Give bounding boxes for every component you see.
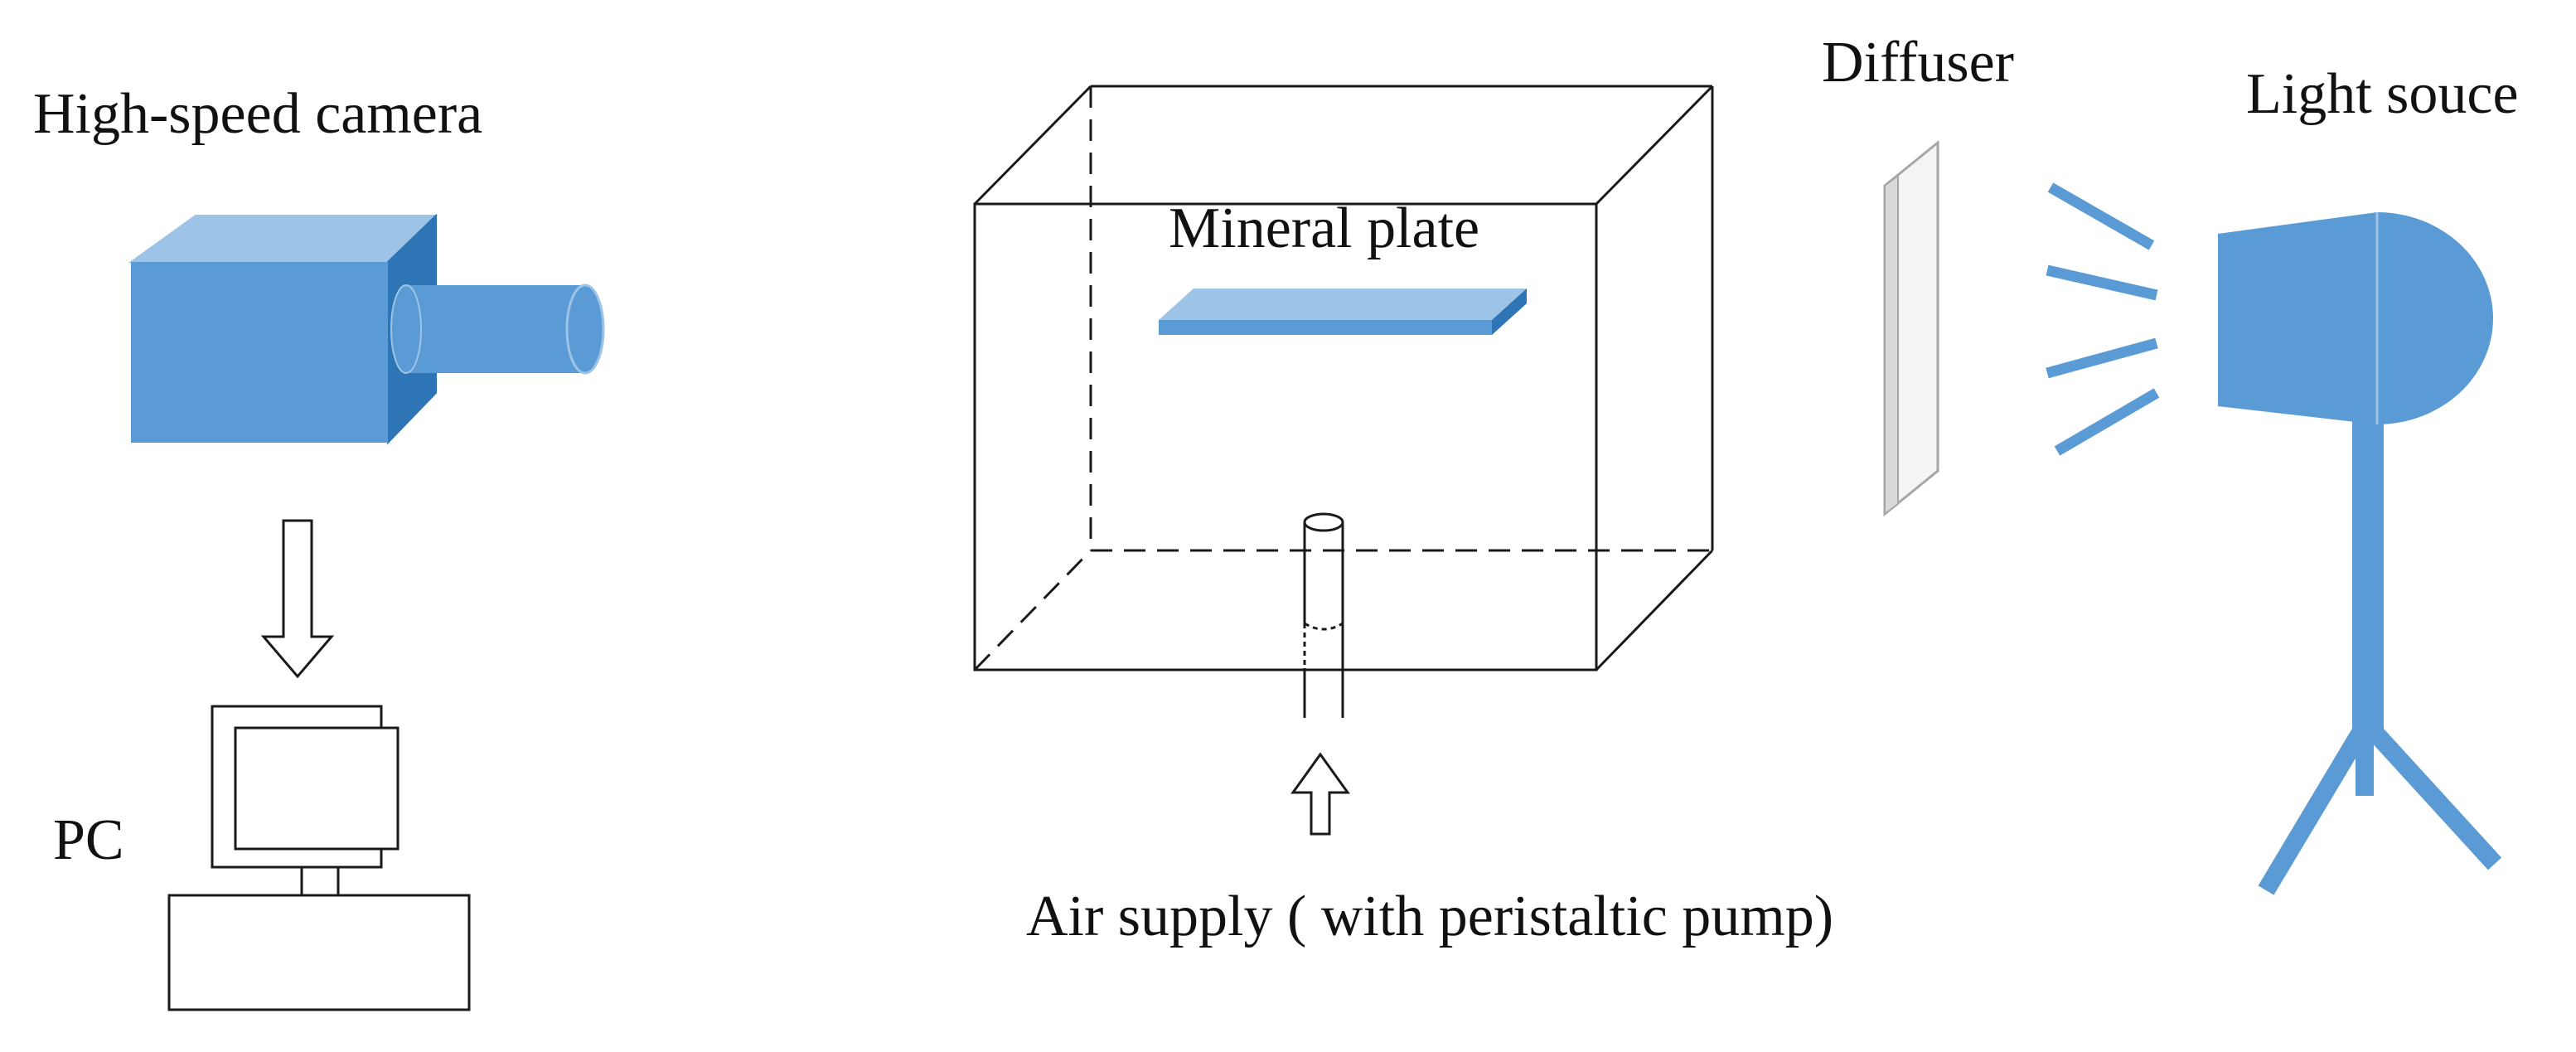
pc-icon bbox=[167, 705, 471, 1011]
air-supply-arrow-icon bbox=[1290, 752, 1350, 836]
diffuser-panel bbox=[1883, 139, 1939, 517]
mineral-plate-label: Mineral plate bbox=[1169, 196, 1479, 260]
diffuser-label: Diffuser bbox=[1822, 31, 2014, 95]
camera-label: High-speed camera bbox=[33, 82, 482, 146]
air-supply-label: Air supply ( with peristaltic pump) bbox=[1026, 885, 1833, 948]
mineral-plate bbox=[1159, 288, 1527, 335]
light-source-lamp-icon bbox=[2218, 212, 2502, 895]
chamber-box bbox=[973, 85, 1714, 671]
pc-label: PC bbox=[53, 808, 124, 872]
data-transfer-arrow-icon bbox=[260, 519, 335, 679]
light-source-label: Light souce bbox=[2246, 62, 2519, 126]
camera-icon bbox=[128, 213, 605, 445]
air-nozzle bbox=[1303, 512, 1344, 718]
light-rays-icon bbox=[2046, 182, 2160, 456]
